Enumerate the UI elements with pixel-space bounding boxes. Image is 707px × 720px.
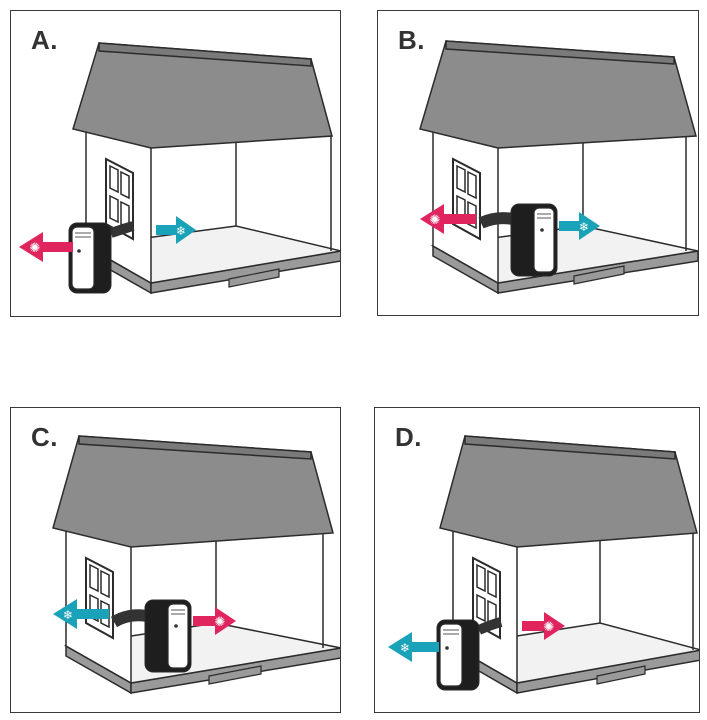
sun-icon: ✺ (215, 615, 226, 630)
hot-air-arrow: ✺ (522, 612, 565, 640)
hot-air-arrow: ✺ (420, 204, 476, 234)
option-b-label: B. (398, 25, 425, 55)
sun-icon: ✺ (30, 241, 41, 256)
option-c-panel[interactable]: C. (10, 407, 341, 713)
sun-icon: ✺ (544, 620, 555, 635)
option-d-illustration: ❄ ✺ (388, 435, 699, 695)
cold-air-arrow: ❄ (388, 632, 439, 662)
option-b-illustration: ✺ ❄ (419, 40, 698, 295)
cold-air-arrow: ❄ (559, 212, 600, 240)
house (72, 42, 340, 295)
option-d-label: D. (395, 422, 422, 452)
window (452, 157, 481, 241)
house (52, 435, 340, 695)
window (105, 157, 134, 241)
snowflake-icon: ❄ (176, 224, 186, 238)
hot-air-arrow: ✺ (193, 607, 236, 635)
window (472, 556, 501, 640)
house (419, 40, 698, 295)
option-d-panel[interactable]: D. (374, 407, 700, 713)
option-b-panel[interactable]: B. (377, 10, 699, 316)
portable-ac-unit (68, 222, 112, 294)
cold-air-arrow: ❄ (53, 599, 109, 629)
option-a-panel[interactable]: A. (10, 10, 341, 317)
option-a-label: A. (31, 25, 58, 55)
sun-icon: ✺ (430, 213, 441, 228)
option-c-illustration: ❄ ✺ (52, 435, 340, 695)
portable-ac-unit (144, 599, 192, 673)
portable-ac-unit (510, 203, 558, 277)
option-c-label: C. (31, 422, 58, 452)
portable-ac-unit (436, 619, 480, 691)
hot-air-arrow: ✺ (19, 232, 73, 262)
snowflake-icon: ❄ (400, 641, 410, 655)
window (85, 556, 114, 640)
snowflake-icon: ❄ (63, 608, 73, 622)
cold-air-arrow: ❄ (156, 216, 196, 244)
snowflake-icon: ❄ (579, 220, 589, 234)
option-a-illustration: ✺ ❄ (19, 42, 340, 295)
